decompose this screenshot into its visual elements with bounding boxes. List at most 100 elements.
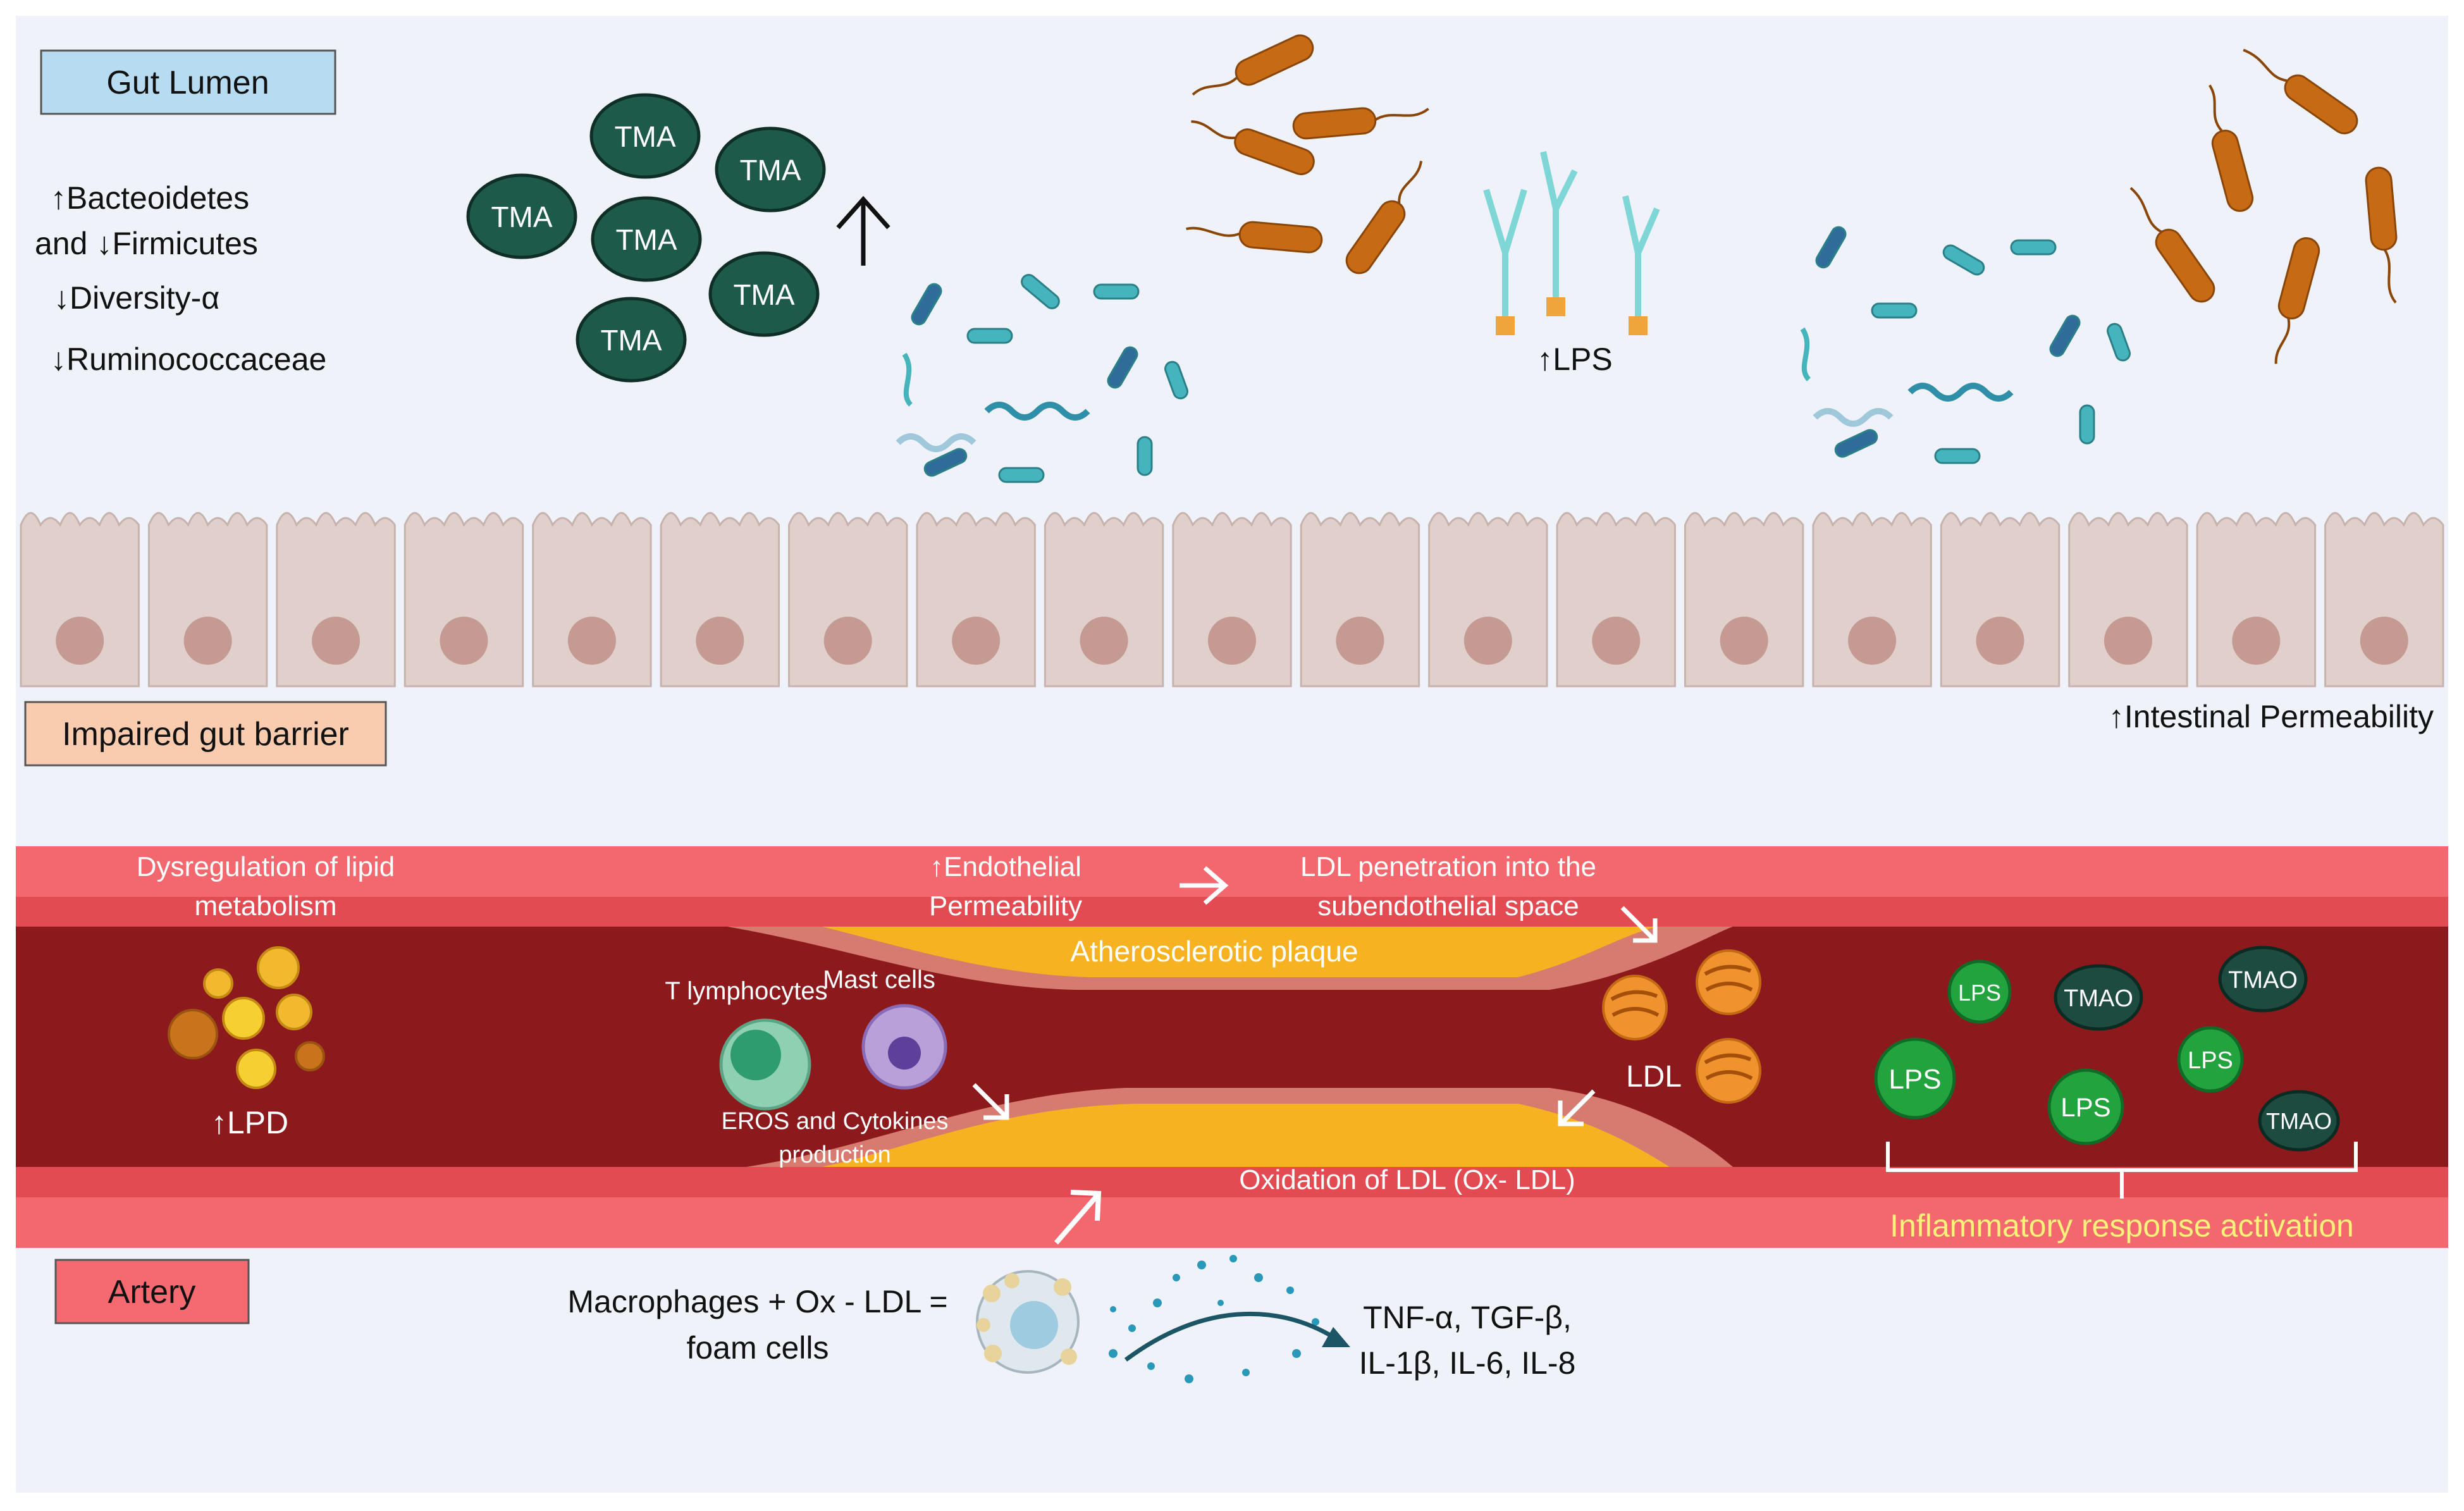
microbe	[1164, 361, 1188, 400]
epithelial-cell	[2068, 512, 2188, 688]
svg-text:production: production	[779, 1142, 890, 1168]
svg-text:TMA: TMA	[739, 154, 801, 187]
svg-text:TMA: TMA	[491, 200, 552, 233]
rod-bacterium	[1186, 221, 1323, 254]
cytokine-arrowhead	[1322, 1327, 1350, 1347]
microbe	[1934, 448, 1981, 464]
tmao-ellipse: TMAO	[2258, 1090, 2340, 1152]
microbe	[1021, 274, 1060, 309]
microbe-flagella	[1800, 327, 1811, 381]
foam-cell	[976, 1270, 1080, 1374]
rod-bacterium	[2243, 49, 2358, 135]
cytokine-arrow	[1124, 1311, 1336, 1362]
tma-molecule: TMA	[576, 297, 687, 383]
cell-nucleus	[312, 617, 360, 665]
lps-circle: LPS	[1947, 959, 2012, 1024]
epithelial-cell	[2324, 512, 2444, 688]
t-lymphocyte-cell	[719, 1018, 811, 1111]
svg-text:TMA: TMA	[600, 324, 662, 357]
tma-molecule: TMA	[589, 93, 701, 179]
artery-label: Artery	[108, 1274, 196, 1311]
svg-text:TMA: TMA	[733, 278, 794, 311]
ldl-label: LDL	[1626, 1060, 1682, 1094]
epithelial-cell	[276, 512, 396, 688]
cell-nucleus	[440, 617, 488, 665]
epithelial-cell-body	[1300, 512, 1420, 688]
epithelial-cell-body	[20, 512, 140, 688]
lps-circle: LPS	[2047, 1068, 2124, 1145]
svg-text:Permeability: Permeability	[929, 891, 1082, 922]
rod-bacteria-group-right	[2129, 49, 2398, 364]
svg-text:LPS: LPS	[1888, 1064, 1941, 1095]
epithelial-cell-body	[1428, 512, 1548, 688]
artery-label-box: Artery	[54, 1259, 250, 1324]
lipid-droplets	[168, 946, 325, 1089]
spiral-microbe	[1813, 408, 1894, 427]
rod-bacterium	[1345, 161, 1423, 274]
microbe	[1871, 302, 1918, 319]
svg-text:LPS: LPS	[2188, 1047, 2233, 1074]
epithelial-cell	[916, 512, 1036, 688]
epithelial-cell	[1556, 512, 1676, 688]
cell-nucleus	[1463, 617, 1512, 665]
rod-bacterium	[2129, 187, 2215, 303]
epithelial-cell-body	[147, 512, 268, 688]
ldl-particles	[1602, 949, 1761, 1104]
lps-molecule	[1622, 195, 1660, 335]
svg-text:TNF-α, TGF-β,: TNF-α, TGF-β,	[1363, 1300, 1572, 1335]
ldl-penetration-text: LDL penetration into the subendothelial …	[1300, 851, 1596, 922]
epithelial-cell	[1428, 512, 1548, 688]
spiral-microbe	[896, 433, 976, 452]
epithelial-cell-body	[1940, 512, 2061, 688]
eros-cytokines-text: EROS and Cytokines production	[721, 1108, 948, 1168]
cytokines-text: TNF-α, TGF-β, IL-1β, IL-6, IL-8	[1359, 1300, 1576, 1381]
epithelial-cell	[1812, 512, 1932, 688]
lps-circle: LPS	[2177, 1026, 2244, 1093]
svg-text:IL-1β, IL-6, IL-8: IL-1β, IL-6, IL-8	[1359, 1345, 1576, 1381]
svg-text:TMAO: TMAO	[2266, 1108, 2332, 1134]
intestinal-permeability-label: ↑Intestinal Permeability	[2109, 699, 2434, 734]
microbe	[2107, 323, 2131, 362]
cell-nucleus	[1592, 617, 1641, 665]
microbe	[1815, 226, 1847, 269]
epithelial-cell-body	[2324, 512, 2444, 688]
svg-text:foam cells: foam cells	[686, 1330, 829, 1366]
mast-cells-label: Mast cells	[823, 966, 935, 994]
epithelial-cell	[1172, 512, 1292, 688]
microbe	[2049, 314, 2081, 357]
gut-lumen-label-box: Gut Lumen	[40, 49, 336, 115]
foam-to-artery-arrow	[1054, 1190, 1102, 1245]
svg-text:↑Endothelial: ↑Endothelial	[930, 851, 1081, 882]
svg-text:TMA: TMA	[614, 120, 675, 153]
cell-nucleus	[2360, 617, 2408, 665]
cell-nucleus	[1080, 617, 1128, 665]
epithelial-cell-body	[2068, 512, 2188, 688]
svg-text:LPS: LPS	[2061, 1092, 2110, 1122]
ldl-particle	[1602, 975, 1668, 1040]
cell-nucleus	[823, 617, 872, 665]
epithelial-cell	[1940, 512, 2061, 688]
microbiota-changes: ↑Bacteoidetes and ↓Firmicutes ↓Diversity…	[35, 180, 326, 377]
cell-nucleus	[1336, 617, 1384, 665]
cell-nucleus	[1976, 617, 2024, 665]
epithelial-cell-body	[788, 512, 908, 688]
epithelial-cell	[20, 512, 140, 688]
tma-molecule: TMA	[466, 173, 577, 259]
lps-increase-label: ↑LPS	[1537, 342, 1613, 377]
epithelial-cell	[1044, 512, 1164, 688]
impaired-barrier-label: Impaired gut barrier	[62, 716, 349, 753]
rod-bacterium	[1191, 120, 1315, 175]
microbe	[1942, 244, 1985, 276]
rod-bacterium	[2208, 84, 2254, 212]
tma-increase-arrow	[836, 195, 890, 266]
svg-text:TMAO: TMAO	[2064, 985, 2133, 1012]
rod-bacterium	[1192, 34, 1314, 96]
epithelial-cell-body	[1812, 512, 1932, 688]
svg-text:metabolism: metabolism	[195, 891, 337, 922]
circulating-lps-tmao: LPS LPS LPS LPS TMAO TMAO TMAO	[1874, 946, 2340, 1152]
oxidation-label: Oxidation of LDL (Ox- LDL)	[1239, 1164, 1575, 1195]
epithelial-cell	[147, 512, 268, 688]
rod-bacterium	[2365, 166, 2398, 304]
microbe	[1107, 346, 1138, 389]
microbe	[966, 328, 1013, 344]
